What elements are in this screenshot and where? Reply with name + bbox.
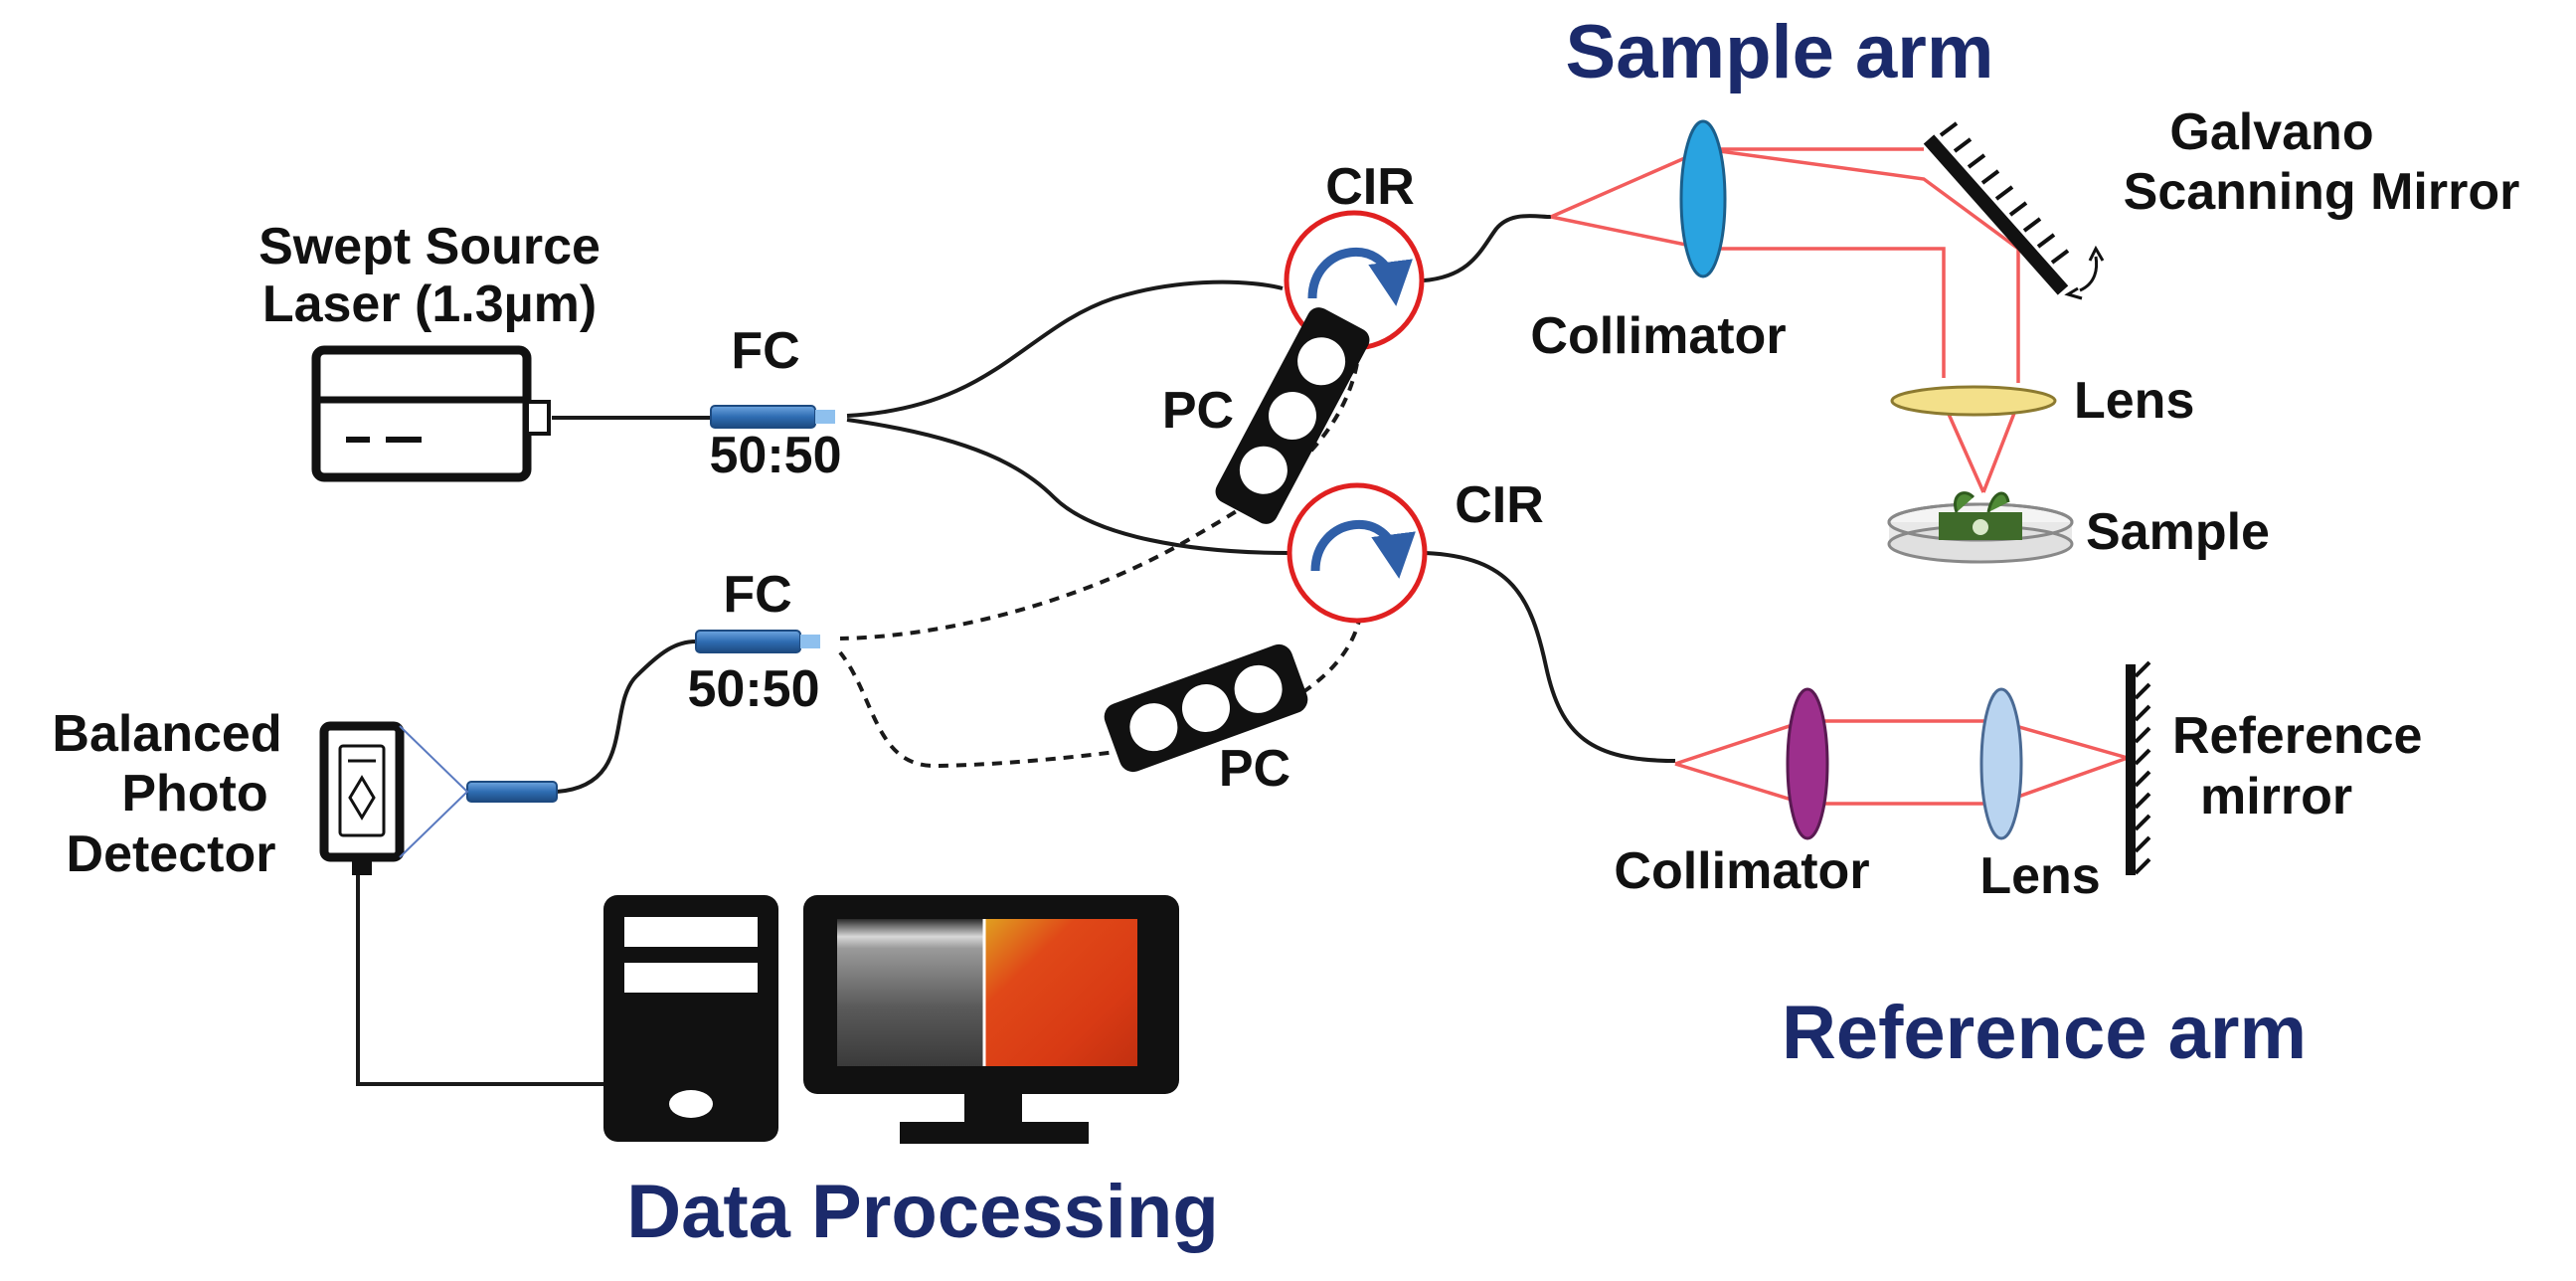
- fiber-cir-bottom-to-reference: [1425, 551, 1676, 763]
- reference-mirror-icon: [2126, 660, 2151, 875]
- cir-top-label: CIR: [1325, 158, 1415, 216]
- data-processing-title: Data Processing: [626, 1170, 1219, 1254]
- galvano-label-line2: Scanning Mirror: [2124, 163, 2520, 221]
- lens-sample-label: Lens: [2074, 372, 2194, 430]
- galvo-mirror-icon: [1923, 121, 2105, 300]
- detector-label-line3: Detector: [67, 825, 276, 883]
- sample-dish-icon: [1887, 491, 2074, 564]
- computer-tower-icon: [603, 895, 778, 1142]
- collimator-sample-label: Collimator: [1530, 307, 1786, 365]
- fc-top-ratio: 50:50: [710, 427, 842, 484]
- polarization-controller-icon: [1104, 307, 1370, 773]
- swept-source-label-line2: Laser (1.3µm): [262, 275, 597, 333]
- fiber-cir-top-to-sample: [1423, 214, 1552, 282]
- detector-label-line2: Photo: [121, 765, 267, 823]
- circulator-bottom: [1287, 482, 1428, 624]
- photodetector-icon: [319, 721, 469, 875]
- reference-mirror-label-line2: mirror: [2200, 768, 2352, 825]
- pc-top-label: PC: [1162, 382, 1234, 440]
- lens-sample: [1890, 385, 2057, 417]
- reference-mirror-label-line1: Reference: [2172, 707, 2422, 765]
- swept-source-label-line1: Swept Source: [258, 218, 601, 275]
- focusing-lens-icon: [1979, 687, 2023, 840]
- sample-arm-title: Sample arm: [1566, 10, 1994, 94]
- cir-bottom-label: CIR: [1455, 476, 1544, 534]
- fiber-paths: [356, 214, 1676, 1086]
- lens-reference: [1979, 687, 2023, 840]
- fc-bottom-label: FC: [723, 566, 791, 624]
- polarization-controller-top: [1215, 307, 1370, 524]
- fc-bottom-ratio: 50:50: [688, 660, 820, 718]
- fiber-detector-to-fc: [556, 640, 697, 794]
- pc-bottom-label: PC: [1219, 740, 1290, 798]
- polarization-controller-bottom: [1104, 643, 1308, 773]
- collimator-reference-lens: [1786, 687, 1829, 840]
- fiber-detector-to-computer: [356, 875, 606, 1086]
- fiber-dashed-cir-top-to-fc: [839, 327, 1363, 640]
- fiber-fc-to-cir-top: [846, 279, 1284, 418]
- fiber-fc-to-cir-bottom: [846, 418, 1289, 555]
- fiber-coupler-bottom: [695, 630, 801, 653]
- lens-reference-label: Lens: [1979, 847, 2100, 905]
- sample-label: Sample: [2086, 503, 2270, 561]
- monitor-icon: [803, 895, 1179, 1144]
- reference-arm-title: Reference arm: [1782, 991, 2307, 1075]
- sample-arm-beams: [1550, 147, 2020, 493]
- fiber-coupler-top: [710, 405, 816, 429]
- fc-top-label: FC: [731, 322, 799, 380]
- collimator-sample-lens: [1679, 119, 1727, 278]
- collimator-reference-label: Collimator: [1614, 842, 1869, 900]
- galvano-label-line1: Galvano: [2169, 103, 2373, 161]
- laser-source-icon: [311, 345, 551, 482]
- fiber-dashed-cir-bottom-to-fc: [838, 596, 1364, 769]
- reference-arm-beams: [1674, 719, 2129, 806]
- detector-label-line1: Balanced: [52, 705, 281, 763]
- focusing-lens-icon: [1890, 385, 2057, 417]
- collimator-lens-icon: [1786, 687, 1829, 840]
- fiber-coupler-detector: [466, 781, 558, 803]
- collimator-lens-icon: [1679, 119, 1727, 278]
